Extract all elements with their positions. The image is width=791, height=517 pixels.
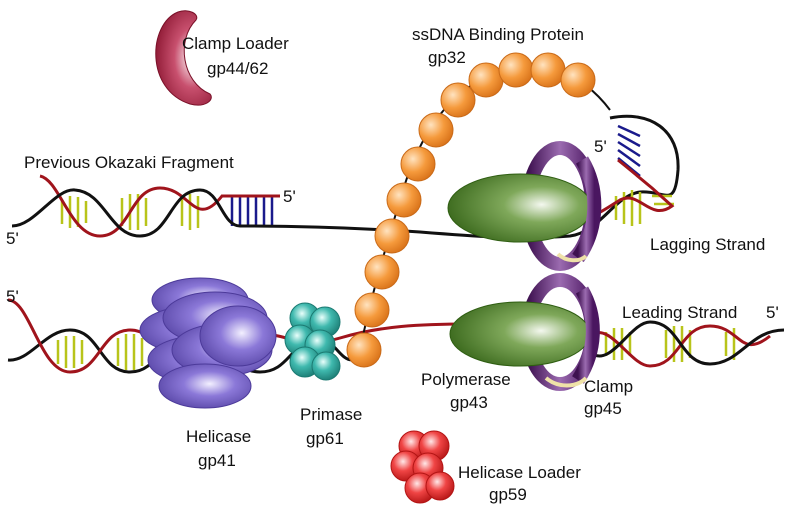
ssb-bead (418, 112, 454, 148)
ssb-bead (346, 332, 382, 368)
lagging-polymerase-assembly (447, 141, 602, 271)
ssb-bead (498, 52, 534, 88)
helicase-label: Helicase (186, 427, 251, 446)
clamp-loader-label: Clamp Loader (182, 34, 289, 53)
five-prime-upper-left: 5' (6, 229, 19, 248)
leading-strand-label: Leading Strand (622, 303, 737, 322)
clamp-loader-id: gp44/62 (207, 59, 268, 78)
helicase-loader-label: Helicase Loader (458, 463, 581, 482)
ssb-bead (364, 254, 400, 290)
primase-id: gp61 (306, 429, 344, 448)
helicase-hexamer (139, 277, 277, 409)
clamp-id: gp45 (584, 399, 622, 418)
five-prime-lower-left: 5' (6, 287, 19, 306)
upper-red-strand (39, 174, 280, 238)
ssb-chain (346, 52, 611, 368)
lower-clamp-front (571, 286, 600, 384)
upper-clamp-front (572, 156, 602, 263)
leading-polymerase-assembly (449, 273, 600, 391)
lower-base-pairs-left (56, 334, 144, 370)
helicase-loader-complex (390, 430, 455, 504)
helicase-loader-id: gp59 (489, 485, 527, 504)
primase-complex (284, 302, 341, 381)
five-prime-loop: 5' (594, 137, 607, 156)
ssb-bead (400, 146, 436, 182)
leading-red-strand (589, 324, 771, 368)
ssb-label: ssDNA Binding Protein (412, 25, 584, 44)
ssb-bead (530, 52, 566, 88)
polymerase-id: gp43 (450, 393, 488, 412)
previous-okazaki-label: Previous Okazaki Fragment (24, 153, 234, 172)
loop-rna-primer-pairs (617, 124, 641, 177)
upper-polymerase (447, 173, 593, 243)
clamp-label: Clamp (584, 377, 633, 396)
lagging-strand-label: Lagging Strand (650, 235, 765, 254)
five-prime-upper-right: 5' (283, 187, 296, 206)
ssb-bead (374, 218, 410, 254)
upper-rna-primer-pairs (230, 196, 274, 226)
ssb-bead (468, 62, 504, 98)
helicase-id: gp41 (198, 451, 236, 470)
ssb-bead (354, 292, 390, 328)
clamp-loader-shape (155, 10, 212, 106)
five-prime-lower-right: 5' (766, 303, 779, 322)
leading-black-strand (588, 320, 785, 366)
ssb-bead (440, 82, 476, 118)
polymerase-label: Polymerase (421, 370, 511, 389)
lower-polymerase (449, 301, 591, 367)
ssb-bead (386, 182, 422, 218)
ssb-id: gp32 (428, 48, 466, 67)
ssb-bead (560, 62, 596, 98)
primase-label: Primase (300, 405, 362, 424)
